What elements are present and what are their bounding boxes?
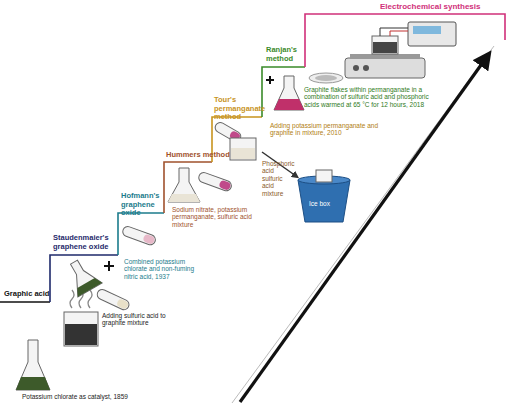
pouring-tube	[197, 171, 232, 192]
step-line	[164, 162, 212, 213]
progress-arrow	[240, 58, 486, 402]
ice-box	[298, 170, 350, 222]
plus-sign	[104, 261, 114, 271]
step-caption: Adding sulfuric acid to graphite mixture	[102, 312, 182, 327]
step-caption: Potassium chlorate as catalyst, 1859	[22, 393, 128, 400]
ice-box-label: Ice box	[309, 200, 330, 207]
flask	[62, 255, 102, 297]
step-title: Staudenmaier's graphene oxide	[53, 234, 117, 251]
step-title: Graphic acid	[4, 290, 49, 299]
step-caption: Sodium nitrate, potassium permanganate, …	[172, 206, 262, 228]
pouring-tube	[121, 225, 156, 246]
guide-line	[232, 46, 494, 403]
step-title: Hofmann's graphene oxide	[121, 192, 167, 218]
step-caption: Adding potassium permanganate and graphi…	[270, 122, 380, 137]
petri-dish	[309, 73, 343, 83]
step-title: Tour's permanganate method	[214, 96, 278, 122]
step-caption: Combined potassium chlorate and non-fumi…	[124, 258, 208, 280]
step-line	[0, 301, 50, 303]
beaker	[230, 138, 256, 160]
step-title: Electrochemical synthesis	[380, 2, 481, 11]
pouring-tube	[96, 288, 131, 311]
beaker	[64, 290, 98, 346]
step-caption: Graphite flakes within permanganate in a…	[304, 86, 440, 108]
flask	[274, 76, 304, 110]
step-title: Ranjan's method	[266, 46, 308, 63]
plus-sign	[266, 76, 274, 84]
flask	[168, 168, 200, 202]
hotplate-setup	[345, 22, 456, 78]
step-caption: Phosphoric acid sulfuric acid mixture	[262, 160, 296, 197]
step-line	[118, 213, 164, 255]
step-line	[262, 67, 305, 117]
step-title: Hummers method	[166, 151, 230, 160]
flask	[16, 340, 50, 390]
